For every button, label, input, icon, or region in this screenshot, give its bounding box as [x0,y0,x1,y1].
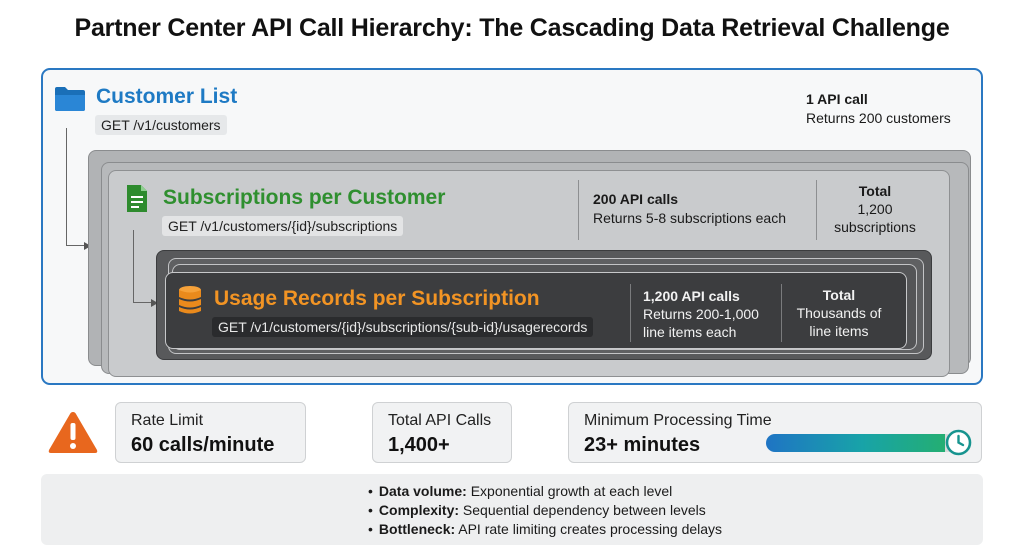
arrow-l2-l3 [151,299,158,307]
folder-icon [55,87,85,111]
total-calls-card: Total API Calls 1,400+ [372,402,512,463]
note-text: Exponential growth at each level [466,483,673,499]
usage-records-returns-2: line items each [643,324,737,340]
page-title: Partner Center API Call Hierarchy: The C… [74,14,950,42]
customer-list-returns: Returns 200 customers [806,110,951,126]
warning-icon [48,412,98,453]
note-label: Complexity: [378,502,460,518]
list-item: Bottleneck: API rate limiting creates pr… [368,520,722,539]
connector-l1-l2 [66,128,86,246]
usage-records-total: Total Thousands of line items [782,286,896,340]
database-icon [179,286,201,314]
subscriptions-stats: 200 API calls Returns 5-8 subscriptions … [593,190,786,228]
subscriptions-title: Subscriptions per Customer [163,186,446,209]
usage-records-total-value: Thousands of [796,305,882,321]
notes-panel: Data volume: Exponential growth at each … [41,474,983,545]
subscriptions-returns: Returns 5-8 subscriptions each [593,210,786,226]
rate-limit-label: Rate Limit [131,412,204,429]
arrow-l1-l2 [84,242,91,250]
document-icon [127,185,147,212]
usage-records-total-label: Total [822,287,856,303]
list-item: Complexity: Sequential dependency betwee… [368,501,722,520]
subscriptions-total-label: Total [858,183,892,199]
divider [630,284,631,342]
customer-list-title: Customer List [96,85,238,108]
usage-records-calls: 1,200 API calls [643,288,740,304]
processing-time-label: Minimum Processing Time [584,412,772,429]
subscriptions-total-value: 1,200 [857,201,893,217]
note-label: Bottleneck: [378,521,456,537]
divider [816,180,817,240]
total-calls-label: Total API Calls [388,412,492,429]
rate-limit-value: 60 calls/minute [131,434,275,456]
divider [578,180,579,240]
note-label: Data volume: [378,483,467,499]
subscriptions-total-unit: subscriptions [834,219,916,235]
customer-list-calls: 1 API call [806,91,868,107]
processing-time-progress [766,434,958,452]
usage-records-endpoint: GET /v1/customers/{id}/subscriptions/{su… [212,317,594,337]
notes-list: Data volume: Exponential growth at each … [368,482,722,539]
rate-limit-card: Rate Limit 60 calls/minute [115,402,306,463]
customer-list-endpoint: GET /v1/customers [95,115,227,135]
connector-l2-l3 [133,230,153,303]
processing-time-card: Minimum Processing Time 23+ minutes [568,402,982,463]
subscriptions-endpoint: GET /v1/customers/{id}/subscriptions [162,216,404,236]
divider [781,284,782,342]
list-item: Data volume: Exponential growth at each … [368,482,722,501]
subscriptions-calls: 200 API calls [593,191,679,207]
total-calls-value: 1,400+ [388,434,450,456]
subscriptions-total: Total 1,200 subscriptions [816,182,934,236]
usage-records-total-unit: line items [809,323,869,339]
processing-time-value: 23+ minutes [584,434,701,456]
note-text: Sequential dependency between levels [459,502,706,518]
usage-records-title: Usage Records per Subscription [214,287,540,310]
customer-list-stats: 1 API call Returns 200 customers [806,90,951,128]
usage-records-returns: Returns 200-1,000 [643,306,759,322]
usage-records-stats: 1,200 API calls Returns 200-1,000 line i… [643,287,759,341]
clock-icon [945,429,972,456]
note-text: API rate limiting creates processing del… [455,521,723,537]
